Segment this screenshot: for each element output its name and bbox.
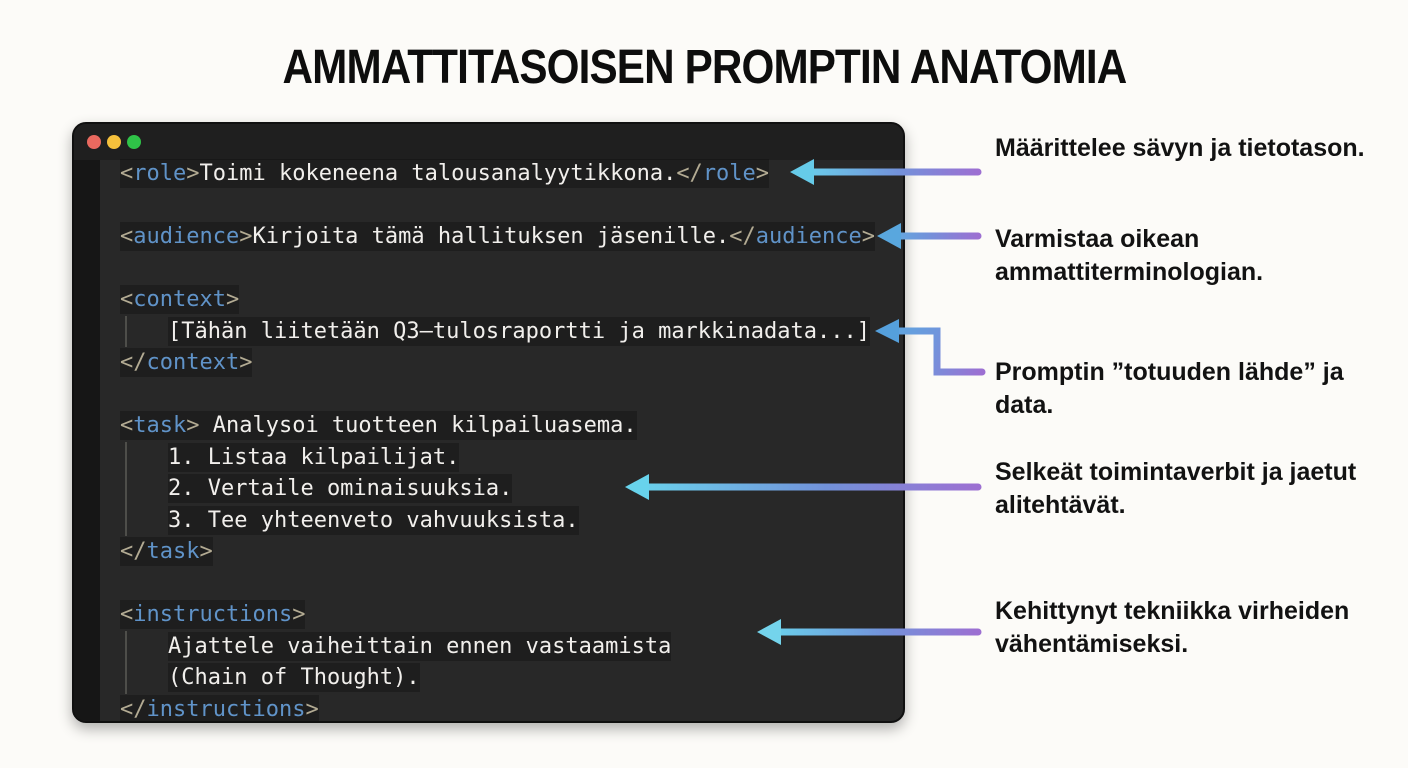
- annotation-audience: Varmistaa oikean ammattiterminologian.: [995, 223, 1263, 289]
- xml-bracket: >: [305, 694, 319, 722]
- code-text: Analysoi tuotteen kilpailuasema.: [199, 411, 637, 440]
- page-title: AMMATTITASOISEN PROMPTIN ANATOMIA: [0, 40, 1408, 95]
- minimize-button[interactable]: [107, 135, 121, 149]
- code-line: <instructions>: [100, 599, 903, 631]
- xml-bracket: </: [120, 537, 147, 566]
- xml-bracket: >: [239, 222, 253, 251]
- xml-bracket: >: [186, 411, 200, 440]
- annotation-context: Promptin ”totuuden lähde” ja data.: [995, 356, 1344, 422]
- window-titlebar: [74, 124, 903, 160]
- xml-bracket: >: [239, 348, 253, 377]
- code-text: Kirjoita tämä hallituksen jäsenille.: [252, 222, 730, 251]
- annotation-task: Selkeät toimintaverbit ja jaetut alitehtä…: [995, 456, 1356, 522]
- annotation-instructions: Kehittynyt tekniikka virheiden vähentämis…: [995, 595, 1349, 661]
- code-line: 3. Tee yhteenveto vahvuuksista.: [100, 504, 903, 537]
- xml-bracket: <: [120, 285, 134, 314]
- close-button[interactable]: [87, 135, 101, 149]
- annotation-line: Selkeät toimintaverbit ja jaetut: [995, 458, 1357, 486]
- code-editor-window: <role>Toimi kokeneena talousanalyytikkon…: [72, 122, 905, 723]
- annotation-line: alitehtävät.: [995, 491, 1126, 519]
- xml-tag-name: instructions: [133, 600, 293, 629]
- annotation-line: vähentämiseksi.: [995, 630, 1189, 658]
- xml-bracket: >: [292, 600, 306, 629]
- annotation-line: Varmistaa oikean: [995, 225, 1200, 253]
- code-line: 1. Listaa kilpailijat.: [100, 441, 903, 474]
- zoom-button[interactable]: [127, 135, 141, 149]
- code-text: Ajattele vaiheittain ennen vastaamista: [168, 631, 672, 661]
- code-text: 2. Vertaile ominaisuuksia.: [168, 474, 513, 503]
- code-text: [Tähän liitetään Q3–tulosraportti ja mar…: [168, 316, 870, 346]
- xml-tag-name: context: [146, 348, 240, 377]
- xml-bracket: >: [186, 159, 200, 188]
- xml-bracket: <: [120, 411, 134, 440]
- xml-bracket: >: [861, 222, 876, 251]
- code-content: <role>Toimi kokeneena talousanalyytikkon…: [100, 158, 903, 721]
- code-text: 3. Tee yhteenveto vahvuuksista.: [168, 505, 579, 535]
- code-line: <task> Analysoi tuotteen kilpailuasema.: [100, 410, 903, 442]
- code-line: [100, 190, 903, 222]
- xml-tag-name: audience: [755, 222, 862, 251]
- editor-gutter: [74, 160, 100, 721]
- xml-bracket: <: [120, 222, 134, 251]
- xml-bracket: </: [120, 694, 147, 722]
- xml-tag-name: task: [133, 411, 187, 440]
- code-line: [Tähän liitetään Q3–tulosraportti ja mar…: [100, 315, 903, 348]
- code-line: <context>: [100, 284, 903, 316]
- annotation-line: Promptin ”totuuden lähde” ja: [995, 358, 1344, 386]
- code-line: <role>Toimi kokeneena talousanalyytikkon…: [100, 158, 903, 190]
- annotation-line: Kehittynyt tekniikka virheiden: [995, 597, 1350, 625]
- xml-tag-name: role: [133, 159, 187, 188]
- xml-tag-name: audience: [133, 222, 240, 251]
- xml-bracket: <: [120, 600, 134, 629]
- xml-tag-name: context: [133, 285, 226, 314]
- code-text: 1. Listaa kilpailijat.: [168, 442, 460, 472]
- code-line: </task>: [100, 536, 903, 568]
- xml-bracket: </: [729, 222, 756, 251]
- xml-bracket: >: [199, 537, 213, 566]
- annotation-line: data.: [995, 391, 1054, 419]
- xml-bracket: >: [225, 285, 240, 314]
- annotation-line: ammattiterminologian.: [995, 258, 1264, 286]
- annotation-line: Määrittelee sävyn ja tietotason.: [995, 134, 1365, 162]
- code-line: 2. Vertaile ominaisuuksia.: [100, 473, 903, 505]
- code-line: </context>: [100, 347, 903, 379]
- xml-bracket: >: [755, 159, 770, 188]
- code-line: Ajattele vaiheittain ennen vastaamista: [100, 630, 903, 663]
- xml-bracket: </: [676, 159, 703, 188]
- code-line: <audience>Kirjoita tämä hallituksen jäse…: [100, 221, 903, 253]
- code-line: [100, 379, 903, 411]
- annotation-role: Määrittelee sävyn ja tietotason.: [995, 132, 1365, 165]
- xml-tag-name: role: [702, 159, 756, 188]
- code-line: [100, 253, 903, 285]
- xml-tag-name: task: [146, 537, 200, 566]
- code-line: (Chain of Thought).: [100, 662, 903, 694]
- code-text: (Chain of Thought).: [168, 663, 420, 692]
- xml-tag-name: instructions: [146, 694, 306, 722]
- xml-bracket: </: [120, 348, 147, 377]
- code-line: [100, 568, 903, 600]
- xml-bracket: <: [120, 159, 134, 188]
- page-title-text: AMMATTITASOISEN PROMPTIN ANATOMIA: [282, 41, 1127, 94]
- code-line: </instructions>: [100, 694, 903, 722]
- code-text: Toimi kokeneena talousanalyytikkona.: [199, 159, 677, 188]
